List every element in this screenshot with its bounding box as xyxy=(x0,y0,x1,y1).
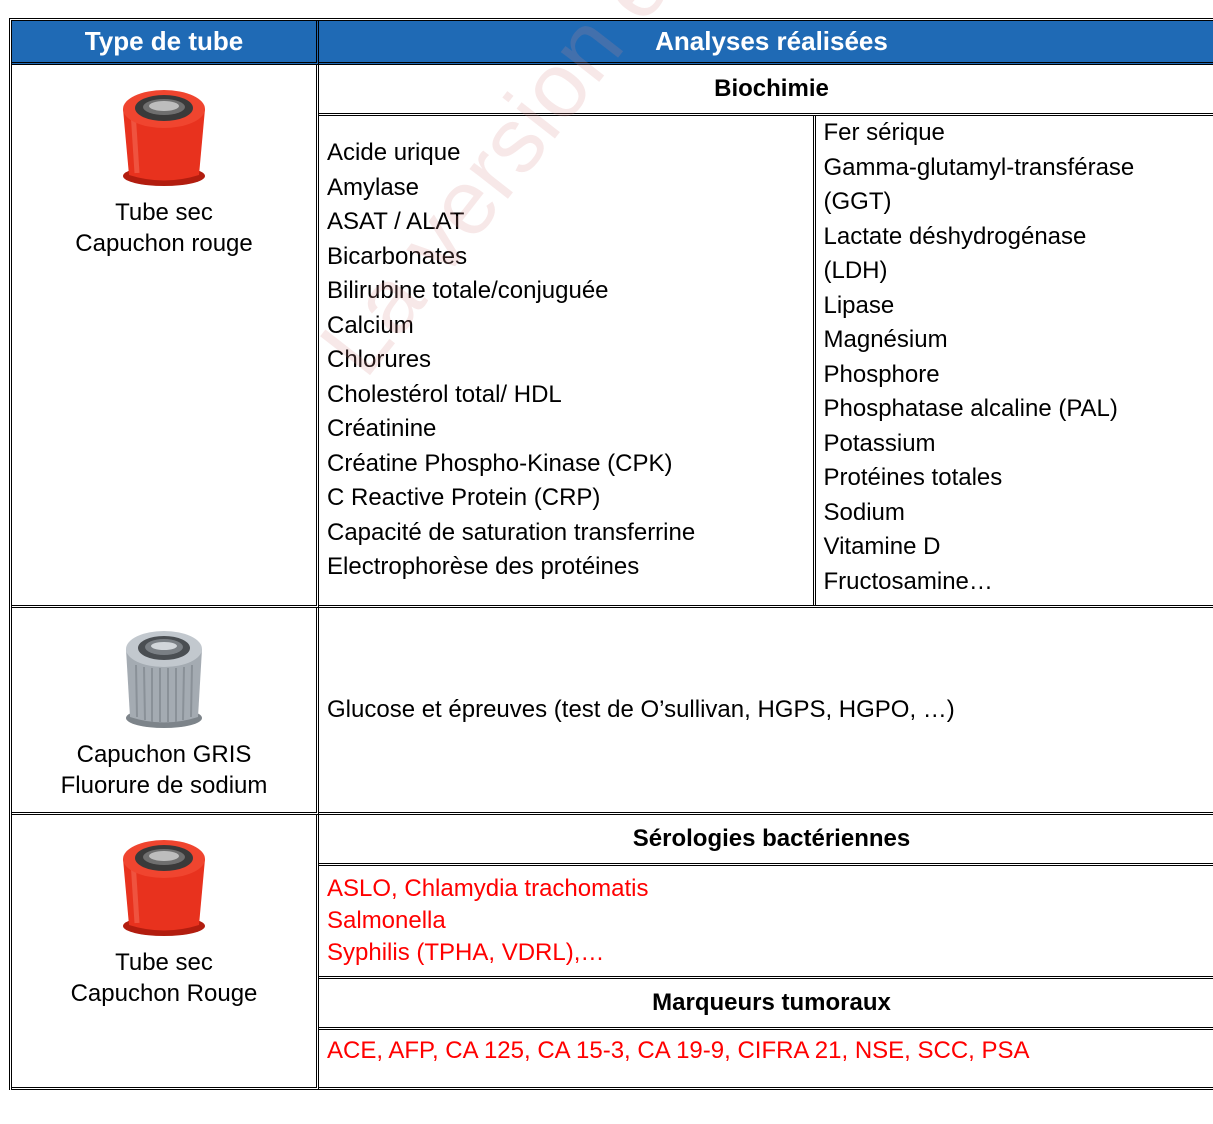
red-cap-icon xyxy=(123,840,205,936)
serology-item: Syphilis (TPHA, VDRL),… xyxy=(327,939,605,966)
analysis-item: Lactate déshydrogénase xyxy=(823,222,1087,250)
analysis-item: Créatine Phospho-Kinase (CPK) xyxy=(327,449,673,477)
analysis-item: Electrophorèse des protéines xyxy=(327,553,640,581)
analysis-item: Phosphatase alcaline (PAL) xyxy=(823,395,1118,422)
tumour-list-cell: ACE, AFP, CA 125, CA 15-3, CA 19-9, CIFR… xyxy=(319,1030,1213,1090)
tube-label-line1: Capuchon GRIS xyxy=(76,741,252,768)
tube-red-cell: Tube sec Capuchon rouge xyxy=(12,65,319,608)
analysis-item: Créatinine xyxy=(327,415,437,443)
serology-item: Salmonella xyxy=(327,907,446,934)
serology-item: ASLO, Chlamydia trachomatis xyxy=(327,875,649,902)
analysis-item: Capacité de saturation transferrine xyxy=(327,518,696,546)
analysis-item: Fer sérique xyxy=(823,119,945,146)
section-serologies: Sérologies bactériennes xyxy=(319,815,1213,866)
analysis-item: Bilirubine totale/conjuguée xyxy=(327,277,609,305)
row-serologies: Tube sec Capuchon Rouge Sérologies bacté… xyxy=(12,815,1213,1090)
analysis-item: (LDH) xyxy=(823,257,888,284)
analysis-item: Bicarbonates xyxy=(327,242,468,270)
analysis-item: Potassium xyxy=(823,429,936,457)
analysis-item: Chlorures xyxy=(327,346,432,374)
analysis-item: Calcium xyxy=(327,311,414,339)
header-tube-type: Type de tube xyxy=(12,21,319,65)
header-row: Type de tube Analyses réalisées xyxy=(12,21,1213,65)
tube-label-line2: Capuchon rouge xyxy=(75,230,253,257)
analysis-item: Protéines totales xyxy=(823,464,1003,491)
row-tumour-list: ACE, AFP, CA 125, CA 15-3, CA 19-9, CIFR… xyxy=(12,1030,1213,1090)
glucose-analysis: Glucose et épreuves (test de O’sullivan,… xyxy=(319,608,1213,815)
tube-grey-cell: Capuchon GRIS Fluorure de sodium xyxy=(12,608,319,815)
analysis-item: Fructosamine… xyxy=(823,567,993,595)
row-glucose: Capuchon GRIS Fluorure de sodium Glucose… xyxy=(12,608,1213,815)
analysis-item: Acide urique xyxy=(327,139,461,167)
analysis-item: C Reactive Protein (CRP) xyxy=(327,484,601,512)
analysis-item: Vitamine D xyxy=(823,533,941,560)
analysis-item: Cholestérol total/ HDL xyxy=(327,380,562,408)
red-cap-icon xyxy=(123,90,205,186)
grey-cap-icon xyxy=(126,631,202,728)
analysis-item: (GGT) xyxy=(823,188,892,215)
tube-label-line1: Tube sec xyxy=(115,199,213,226)
section-biochimie: Biochimie xyxy=(319,65,1213,116)
row-tumour-markers: Marqueurs tumoraux xyxy=(12,979,1213,1030)
section-tumour-markers: Marqueurs tumoraux xyxy=(319,979,1213,1030)
analysis-item: Phosphore xyxy=(823,360,940,388)
tube-label-line1: Tube sec xyxy=(115,949,213,976)
analysis-item: ASAT / ALAT xyxy=(327,208,465,236)
analysis-item: Magnésium xyxy=(823,326,948,353)
tube-analysis-table: Type de tube Analyses réalisées Tube sec… xyxy=(9,18,1213,1090)
row-biochimie: Tube sec Capuchon rouge Biochimie xyxy=(12,65,1213,608)
tumour-markers-list: ACE, AFP, CA 125, CA 15-3, CA 19-9, CIFR… xyxy=(327,1037,1030,1064)
analysis-item: Gamma-glutamyl-transférase xyxy=(823,153,1135,181)
analysis-item: Lipase xyxy=(823,291,895,319)
tube-label-line2: Fluorure de sodium xyxy=(60,772,268,799)
analysis-item: Sodium xyxy=(823,498,905,526)
analysis-item: Amylase xyxy=(327,173,420,201)
tube-red-cell-2: Tube sec Capuchon Rouge xyxy=(12,815,319,1090)
tube-label-line2: Capuchon Rouge xyxy=(70,980,258,1007)
header-analyses: Analyses réalisées xyxy=(319,21,1213,65)
